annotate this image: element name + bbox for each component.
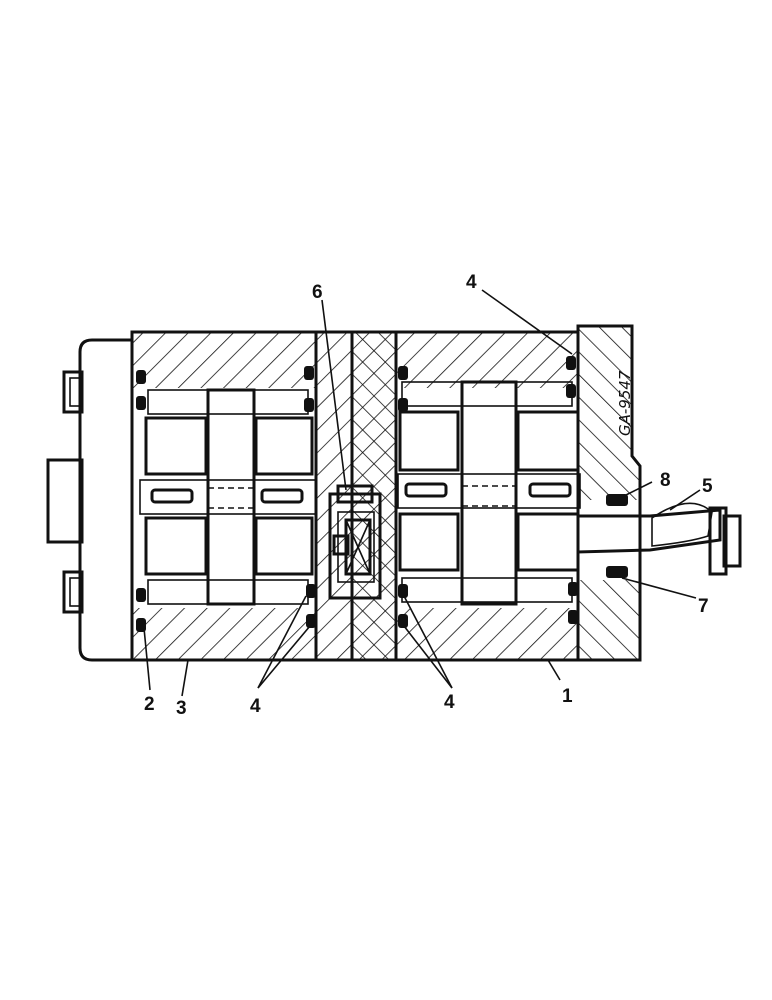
callout-4-bottom-left: 4: [250, 696, 261, 717]
mounting-flange: GA-9547: [576, 324, 642, 662]
leader-lines: [143, 289, 701, 697]
seal-rings: [136, 356, 628, 632]
drawing-code: GA-9547: [616, 370, 634, 436]
callout-5: 5: [702, 476, 713, 497]
callout-8: 8: [660, 470, 671, 491]
end-cover: [46, 338, 134, 662]
shaft-nut: [708, 506, 728, 576]
callout-4-bottom-mid: 4: [444, 692, 455, 713]
front-gear-set: [397, 380, 581, 606]
center-plate: [314, 330, 398, 662]
callout-7: 7: [698, 596, 709, 617]
drive-shaft: [576, 502, 742, 576]
callout-6: 6: [312, 282, 323, 303]
shaft-coupling: [328, 484, 382, 600]
callout-2: 2: [144, 694, 155, 715]
cover-boss: [46, 458, 84, 544]
cover-bolt-bottom: [62, 570, 84, 614]
cover-bolt-top: [62, 370, 84, 414]
callout-1: 1: [562, 686, 573, 707]
rear-gear-set: [139, 388, 317, 606]
callout-4-top: 4: [466, 272, 477, 293]
callout-3: 3: [176, 698, 187, 719]
rear-body: [130, 330, 318, 662]
